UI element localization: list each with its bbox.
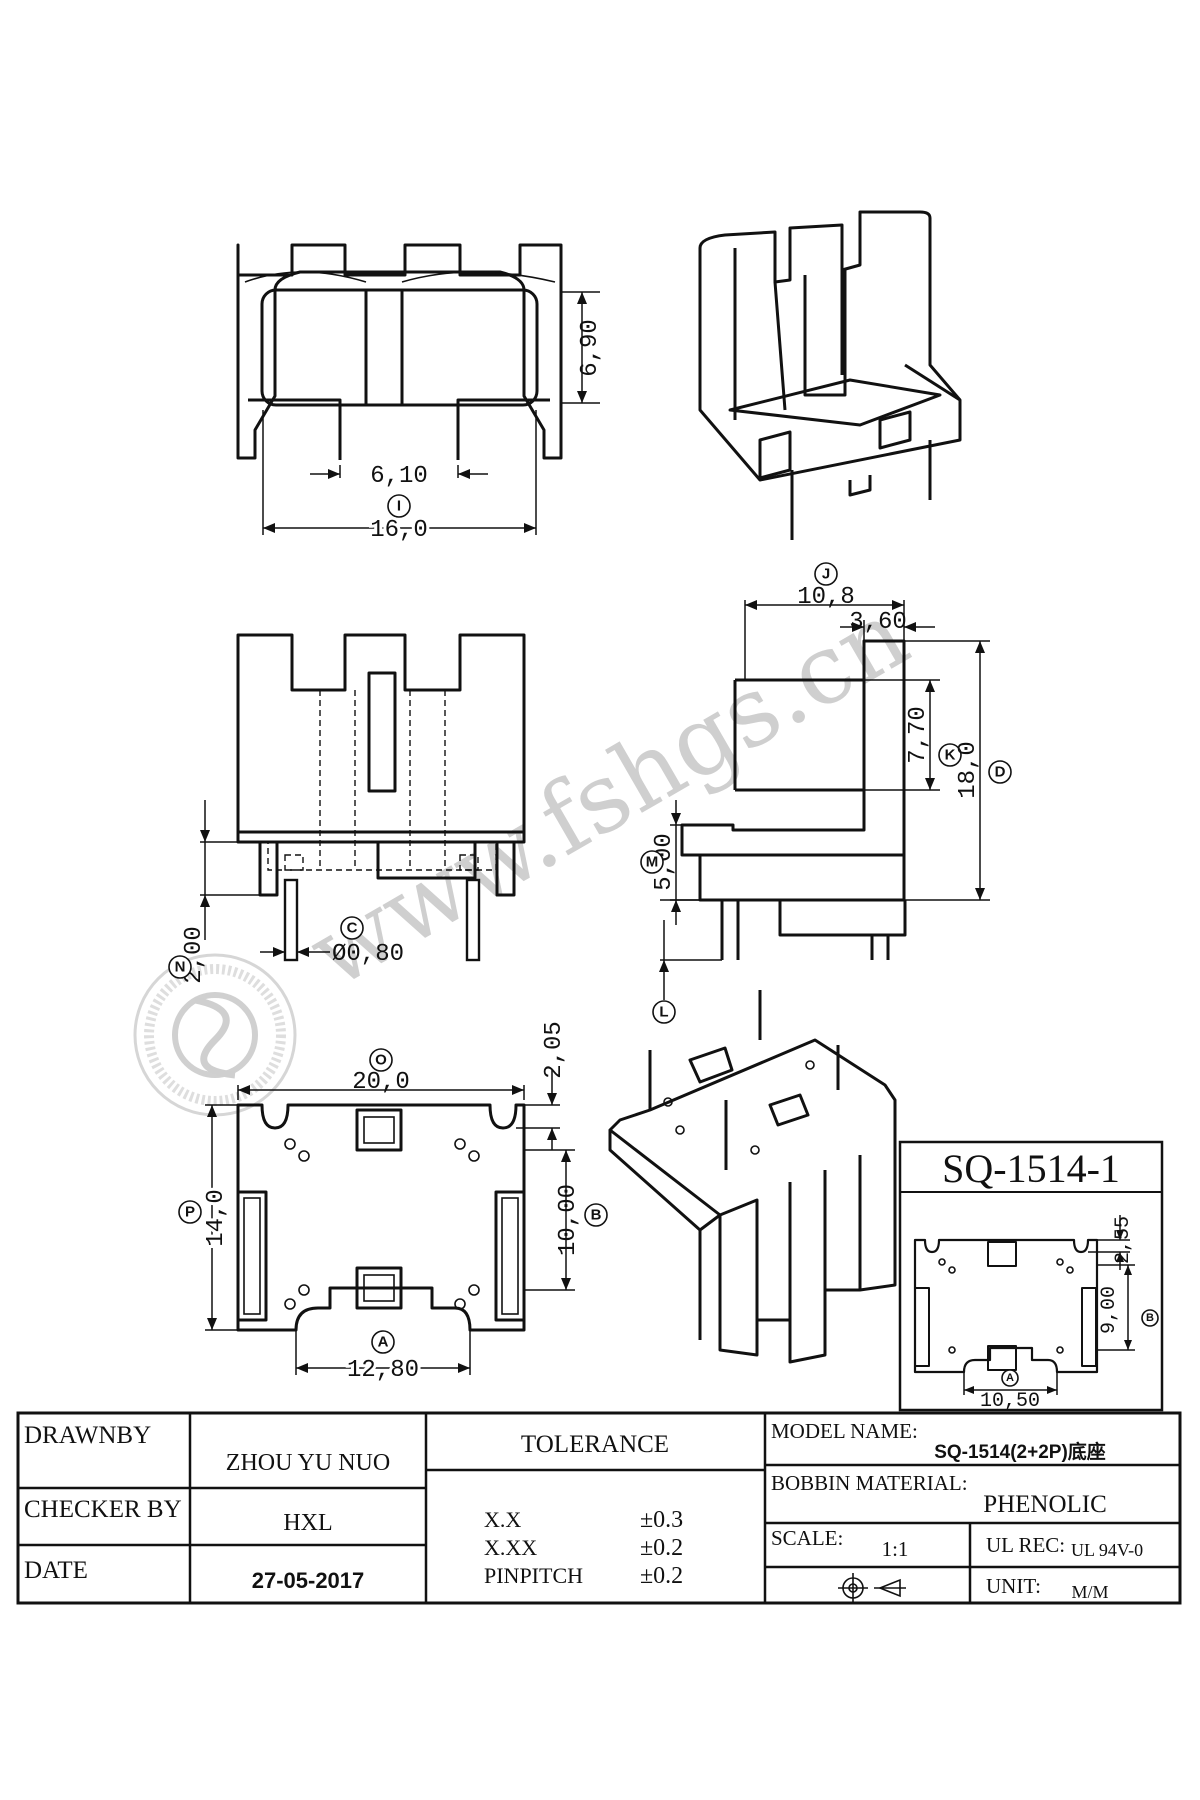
svg-text:J: J <box>822 566 830 583</box>
drawn-by-label: DRAWNBY <box>24 1422 151 1449</box>
scale-value: 1:1 <box>882 1537 909 1561</box>
tag-B: B <box>584 1203 608 1227</box>
tag-I: I <box>387 494 411 518</box>
scale-label: SCALE: <box>771 1526 843 1550</box>
tolerance-value-2: ±0.2 <box>640 1535 683 1561</box>
watermark: www.fshgs.cn <box>133 578 926 1117</box>
unit-value: M/M <box>1071 1582 1108 1602</box>
svg-text:K: K <box>945 747 956 764</box>
dim-6-10: 6,10 <box>370 463 428 490</box>
svg-text:D: D <box>995 764 1006 781</box>
title-block: DRAWNBY ZHOU YU NUO CHECKER BY HXL DATE … <box>16 1411 1182 1605</box>
dim-7-70: 7,70 <box>905 706 932 764</box>
dim-3-60: 3,60 <box>849 609 907 636</box>
svg-text:B: B <box>1146 1312 1154 1324</box>
tag-J: J <box>814 562 838 586</box>
tag-C: C <box>340 916 364 940</box>
drawn-by-value: ZHOU YU NUO <box>226 1450 390 1476</box>
svg-text:A: A <box>1006 1372 1014 1384</box>
model-name-value: SQ-1514(2+2P)底座 <box>934 1440 1106 1463</box>
tolerance-value-3: ±0.2 <box>640 1563 683 1589</box>
svg-text:M: M <box>646 854 659 871</box>
tag-L: L <box>652 1000 676 1024</box>
unit-label: UNIT: <box>986 1574 1041 1598</box>
top-view: 6,90 6,10 I 16,0 <box>236 243 604 547</box>
isometric-view-bottom <box>608 990 897 1364</box>
svg-text:I: I <box>397 498 401 515</box>
tolerance-label: TOLERANCE <box>521 1431 669 1458</box>
tolerance-name-3: PINPITCH <box>484 1563 583 1588</box>
bottom-view: 20,0 O 2,05 14,0 P 10,00 B <box>178 1021 608 1387</box>
date-value: 27-05-2017 <box>252 1568 365 1593</box>
inset-dim-9-00: 9,00 <box>1098 1286 1121 1334</box>
tag-K: K <box>938 743 962 767</box>
tolerance-value-1: ±0.3 <box>640 1507 683 1533</box>
dim-pin-diameter: Ø0,80 <box>332 941 404 968</box>
checker-value: HXL <box>283 1510 332 1536</box>
side-view: 10,8 J 3,60 7,70 K 18,0 D <box>640 562 1012 1024</box>
date-label: DATE <box>24 1557 88 1584</box>
dim-14-0: 14,0 <box>203 1189 230 1247</box>
watermark-seal <box>133 953 297 1117</box>
isometric-view-top <box>698 210 962 540</box>
ul-rec-value: UL 94V-0 <box>1071 1540 1143 1560</box>
tag-P: P <box>178 1200 202 1224</box>
tolerance-name-2: X.XX <box>484 1535 537 1560</box>
inset-tag-A: A <box>1001 1369 1019 1387</box>
projection-symbol-icon <box>838 1573 906 1603</box>
inset-dim-2-55: 2,55 <box>1112 1216 1135 1264</box>
tag-M: M <box>640 850 664 874</box>
inset-tag-B: B <box>1141 1309 1159 1327</box>
svg-text:A: A <box>378 1334 389 1351</box>
dim-10-8: 10,8 <box>797 584 855 611</box>
dim-10-00: 10,00 <box>555 1184 582 1256</box>
svg-text:C: C <box>347 920 358 937</box>
dim-6-90: 6,90 <box>577 319 604 377</box>
dim-12-80: 12,80 <box>347 1357 419 1384</box>
bobbin-material-label: BOBBIN MATERIAL: <box>771 1471 968 1495</box>
tag-A: A <box>371 1330 395 1354</box>
dim-16-0: 16,0 <box>370 517 428 544</box>
front-view: 2,00 N C Ø0,80 <box>168 633 526 984</box>
dim-18-0: 18,0 <box>955 741 982 799</box>
checker-label: CHECKER BY <box>24 1496 182 1523</box>
tolerance-name-1: X.X <box>484 1507 521 1532</box>
svg-text:N: N <box>175 959 186 976</box>
svg-text:B: B <box>591 1207 602 1224</box>
ul-rec-label: UL REC: <box>986 1533 1065 1557</box>
bobbin-material-value: PHENOLIC <box>983 1491 1107 1518</box>
svg-text:P: P <box>185 1204 195 1221</box>
tag-N: N <box>168 955 192 979</box>
tag-D: D <box>988 760 1012 784</box>
inset-panel: SQ-1514-1 2,55 9,00 B A <box>898 1140 1164 1413</box>
svg-text:L: L <box>659 1004 668 1021</box>
dim-2-05: 2,05 <box>541 1021 568 1079</box>
inset-title: SQ-1514-1 <box>942 1146 1120 1191</box>
model-name-label: MODEL NAME: <box>771 1419 918 1443</box>
dim-20-0: 20,0 <box>352 1069 410 1096</box>
svg-text:O: O <box>375 1052 387 1069</box>
tag-O: O <box>369 1048 393 1072</box>
inset-dim-10-50: 10,50 <box>980 1390 1040 1413</box>
